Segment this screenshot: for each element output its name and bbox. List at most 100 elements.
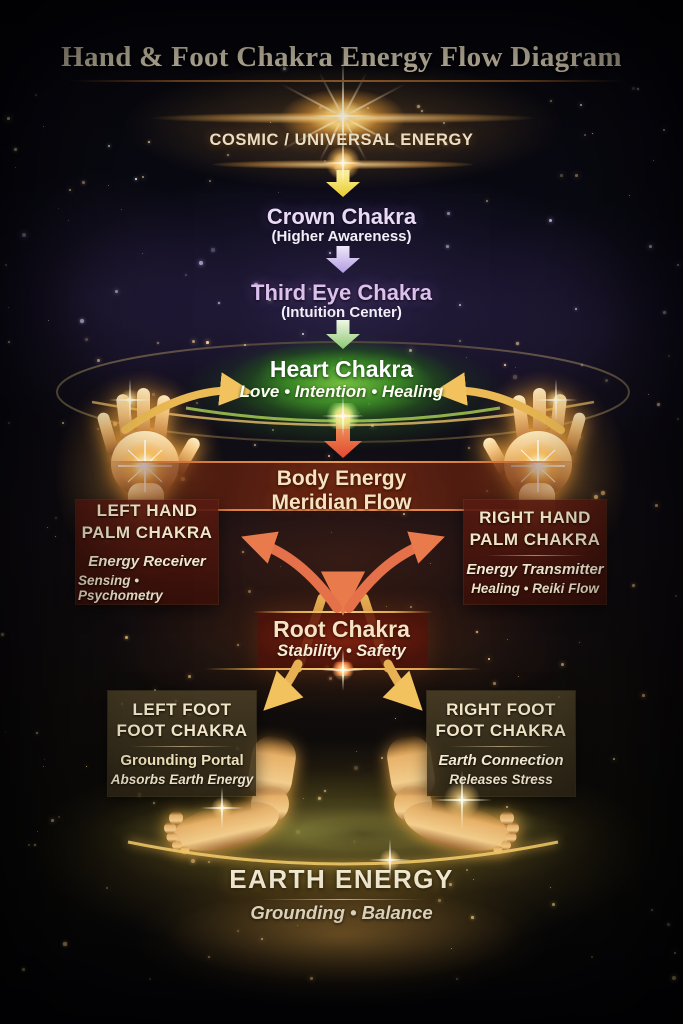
third-eye-chakra-label: Third Eye Chakra — [251, 280, 432, 305]
sparkle-icon — [201, 787, 243, 829]
star — [208, 956, 211, 959]
root-to-left-foot-arrow — [263, 659, 304, 711]
star — [613, 758, 615, 760]
star — [386, 606, 388, 608]
star — [237, 644, 239, 646]
title-divider — [69, 80, 625, 82]
star — [649, 245, 652, 248]
star — [237, 930, 239, 932]
star — [575, 66, 577, 68]
star — [668, 355, 670, 357]
star — [185, 274, 187, 276]
star — [579, 642, 581, 644]
star — [97, 428, 99, 430]
star — [515, 367, 517, 369]
body-meridian-line2: Meridian Flow — [271, 490, 412, 514]
star — [36, 732, 38, 734]
body-meridian-line1: Body Energy — [276, 467, 407, 490]
star — [663, 311, 667, 315]
star — [113, 422, 118, 427]
star — [149, 978, 152, 981]
star — [35, 94, 37, 96]
star — [55, 517, 57, 519]
left-foot-box-title-line1: LEFT FOOT — [132, 699, 232, 719]
star — [468, 447, 470, 449]
box-divider — [130, 746, 234, 748]
star — [642, 694, 645, 697]
sparkle-icon — [322, 142, 364, 184]
star — [5, 731, 7, 733]
star — [675, 595, 678, 598]
star — [58, 208, 60, 210]
star — [55, 536, 57, 538]
star — [69, 189, 71, 191]
star — [248, 590, 251, 593]
left-hand-box-title-line2: PALM CHAKRA — [81, 522, 213, 542]
star — [254, 444, 256, 446]
star — [381, 757, 384, 760]
box-divider — [449, 746, 553, 748]
star — [283, 65, 286, 68]
star — [280, 566, 282, 568]
earth-energy-divider — [262, 899, 424, 900]
sparkle-icon — [432, 770, 492, 830]
star — [125, 636, 128, 639]
star — [62, 422, 64, 424]
star — [44, 759, 46, 761]
star — [43, 766, 45, 768]
star — [560, 174, 563, 177]
star — [591, 956, 594, 959]
star — [575, 174, 578, 177]
star — [456, 978, 459, 981]
star — [68, 220, 70, 222]
band-top-line — [100, 461, 583, 463]
star — [632, 584, 636, 588]
star — [1, 633, 4, 636]
star — [82, 181, 85, 184]
star — [47, 527, 49, 529]
star — [309, 288, 312, 291]
left-hand-box-title-line1: LEFT HAND — [96, 501, 198, 521]
crown-to-third-eye-arrow — [326, 246, 360, 273]
sparkle-icon — [322, 395, 364, 437]
star — [329, 252, 331, 254]
star — [486, 200, 488, 202]
left-hand-palm-chakra-box: LEFT HAND PALM CHAKRA Energy Receiver Se… — [76, 500, 218, 604]
star — [395, 718, 397, 720]
star — [48, 320, 50, 322]
star — [297, 925, 299, 927]
right-hand-to-heart-arrow — [432, 372, 565, 434]
star — [504, 364, 506, 366]
star — [653, 160, 655, 162]
star — [211, 248, 215, 252]
star — [121, 209, 123, 211]
star — [86, 766, 88, 768]
star — [188, 675, 191, 678]
star — [218, 302, 220, 304]
crown-chakra-label: Crown Chakra — [266, 204, 417, 229]
star — [451, 948, 453, 950]
meridian-to-right-hand-arrow — [344, 531, 445, 613]
sparkle-icon — [313, 86, 373, 146]
star — [575, 308, 578, 311]
star — [516, 342, 519, 345]
right-foot-box-title-line1: RIGHT FOOT — [446, 699, 556, 719]
star — [108, 145, 111, 148]
third-eye-chakra-subtitle: (Intuition Center) — [281, 304, 402, 321]
star — [493, 682, 496, 685]
star — [85, 338, 88, 341]
left-hand-box-subtitle: Energy Receiver — [88, 552, 206, 570]
left-foot-image — [164, 735, 296, 855]
star — [674, 952, 676, 954]
meridian-to-left-hand-arrow — [241, 531, 342, 613]
star — [677, 264, 679, 266]
star — [331, 532, 333, 534]
star — [8, 422, 11, 425]
earth-energy-subtitle: Grounding • Balance — [250, 902, 433, 923]
cosmic-energy-label: COSMIC / UNIVERSAL ENERGY — [209, 131, 474, 149]
bottom-sparkle-cloud — [90, 880, 593, 1024]
star — [550, 887, 551, 888]
star — [561, 663, 564, 666]
box-divider — [485, 554, 585, 556]
star — [261, 938, 263, 940]
